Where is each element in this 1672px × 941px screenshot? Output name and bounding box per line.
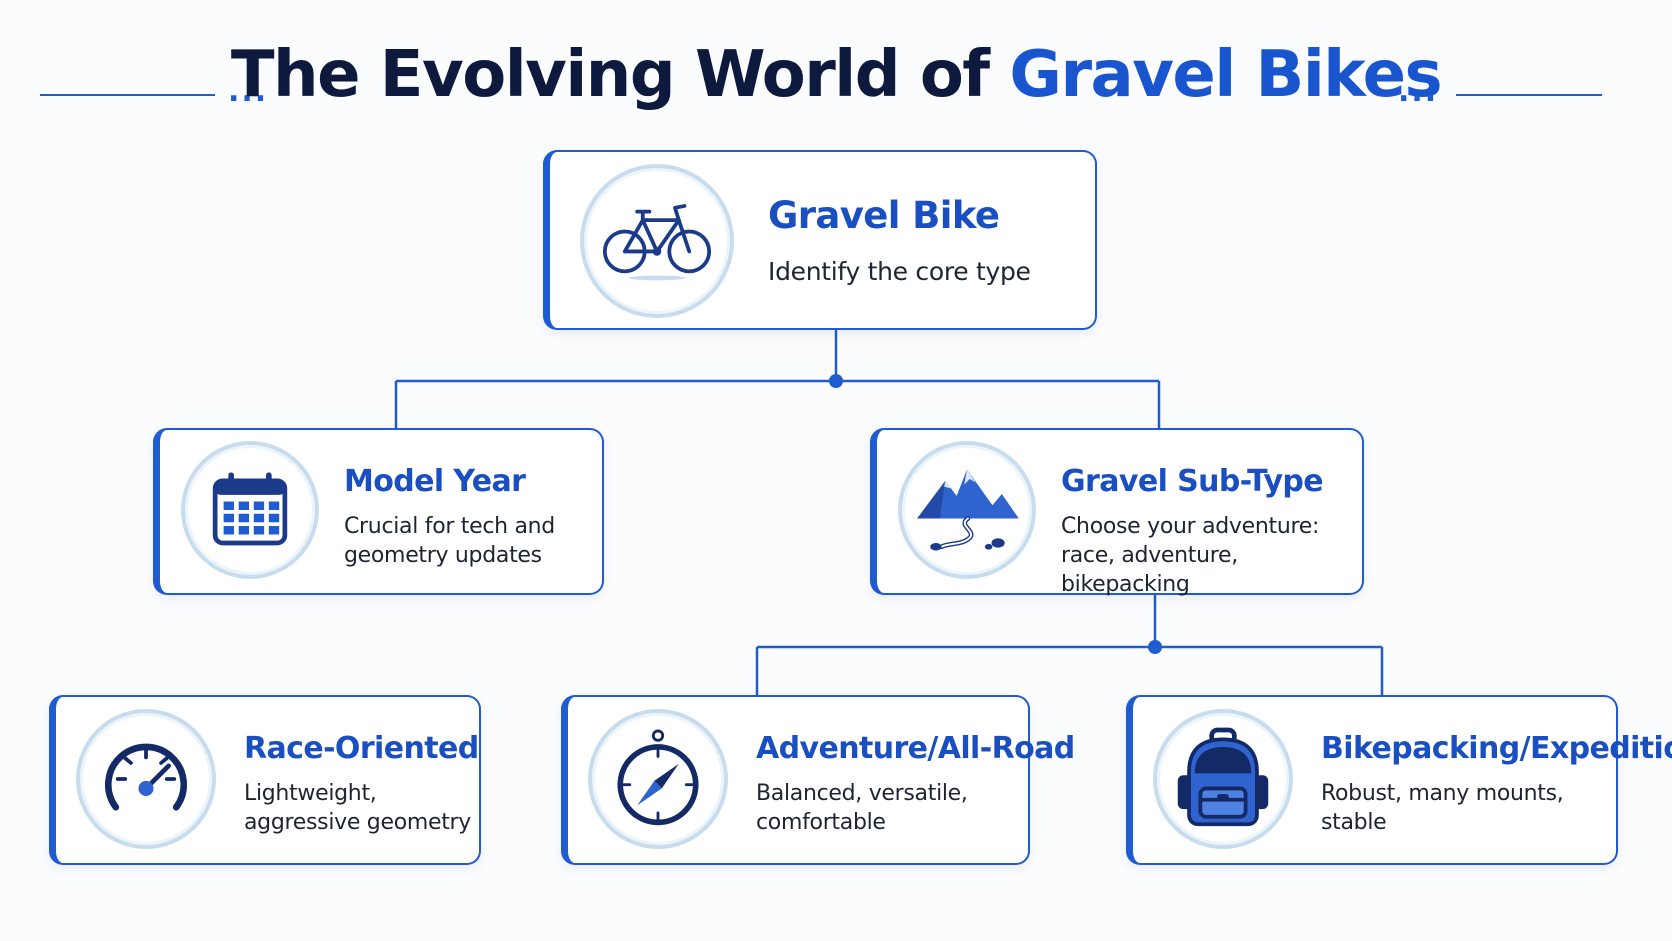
description-line: geometry updates	[344, 543, 542, 569]
node-title: Adventure/All-Road	[756, 731, 1075, 766]
node-description: Identify the core type	[768, 257, 1031, 286]
compass-icon	[617, 729, 699, 826]
edge-root-to-children	[394, 330, 1161, 428]
node-description: Balanced, versatile, comfortable	[756, 779, 968, 837]
node-description: Crucial for tech and geometry updates	[344, 512, 555, 570]
speedometer-icon	[105, 743, 187, 811]
description-line: stable	[1321, 810, 1387, 836]
node-title: Bikepacking/Expedition	[1321, 731, 1672, 766]
node-description: Lightweight, aggressive geometry	[244, 779, 471, 837]
title-rule-right	[1456, 94, 1602, 96]
node-gravel-sub-type: Gravel Sub-Type Choose your adventure: r…	[870, 428, 1364, 597]
bicycle-icon	[602, 204, 712, 281]
description-line: Choose your adventure:	[1061, 514, 1320, 539]
node-title: Gravel Sub-Type	[1061, 464, 1324, 499]
icon-badge	[1153, 709, 1293, 849]
description-line: Balanced, versatile,	[756, 781, 968, 806]
description-line: Crucial for tech and	[344, 514, 555, 539]
description-line: Robust, many mounts,	[1321, 781, 1564, 806]
title-dots-right: ...	[1398, 74, 1439, 109]
node-bikepacking-expedition: Bikepacking/Expedition Robust, many moun…	[1126, 695, 1672, 865]
icon-badge	[181, 441, 319, 579]
icon-badge	[76, 709, 216, 849]
node-race-oriented: Race-Oriented Lightweight, aggressive ge…	[49, 695, 481, 865]
node-description: Robust, many mounts, stable	[1321, 779, 1564, 837]
junction-dot-top	[829, 374, 843, 388]
node-gravel-bike: Gravel Bike Identify the core type	[543, 150, 1097, 330]
description-line: aggressive geometry	[244, 810, 472, 836]
mountain-trail-icon	[917, 469, 1019, 551]
node-title: Model Year	[344, 464, 526, 499]
edge-subtype-to-leaves	[755, 595, 1384, 695]
junction-dot-bottom	[1148, 640, 1162, 654]
title-main: The Evolving World of	[230, 38, 990, 112]
title-dots-left: ...	[228, 74, 269, 109]
node-title: Gravel Bike	[768, 194, 1000, 237]
node-description: Choose your adventure: race, adventure, …	[1061, 512, 1362, 599]
title-row: ... The Evolving World of Gravel Bikes .…	[0, 38, 1672, 118]
page-title: The Evolving World of Gravel Bikes	[0, 38, 1672, 112]
node-title: Race-Oriented	[244, 731, 479, 766]
icon-badge	[580, 164, 734, 318]
icon-badge	[588, 709, 728, 849]
title-rule-left	[40, 94, 215, 96]
node-adventure-all-road: Adventure/All-Road Balanced, versatile, …	[561, 695, 1075, 865]
description-line: race, adventure, bikepacking	[1061, 543, 1238, 598]
title-accent: Gravel Bikes	[1009, 38, 1442, 112]
description-line: comfortable	[756, 810, 886, 836]
calendar-icon	[212, 472, 288, 546]
description-line: Lightweight,	[244, 781, 377, 806]
node-model-year: Model Year Crucial for tech and geometry…	[153, 428, 604, 595]
backpack-icon	[1177, 727, 1269, 827]
icon-badge	[898, 441, 1036, 579]
